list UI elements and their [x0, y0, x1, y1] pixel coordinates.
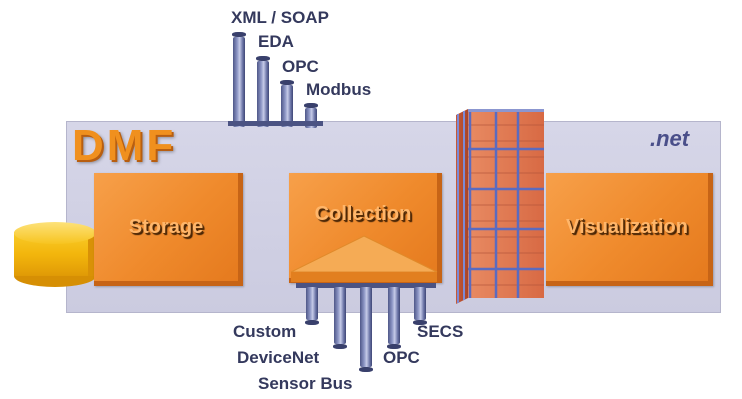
- label-eda: EDA: [258, 32, 294, 51]
- pipe-xml-soap: [232, 32, 246, 127]
- label-opc-top: OPC: [282, 57, 319, 76]
- database-cylinder-edge: [88, 232, 96, 276]
- label-secs: SECS: [417, 322, 464, 341]
- visualization-label: Visualization: [566, 215, 688, 238]
- pipe-secs: [413, 287, 427, 325]
- label-xml-soap: XML / SOAP: [231, 8, 329, 27]
- label-modbus: Modbus: [306, 80, 372, 99]
- pipe-devicenet: [333, 287, 347, 349]
- pipe-opc-top: [280, 80, 294, 127]
- database-cylinder-top: [14, 222, 96, 244]
- pipe-opc-bottom: [387, 287, 401, 349]
- pipe-custom: [305, 287, 319, 325]
- net-platform-label: .net: [650, 126, 690, 151]
- visualization-box: Visualization: [546, 173, 713, 286]
- label-sensor-bus: Sensor Bus: [258, 374, 353, 393]
- pipe-base-top: [228, 121, 323, 126]
- pipe-base-bottom: [296, 283, 436, 288]
- label-custom: Custom: [233, 322, 297, 341]
- firewall-icon: [456, 109, 544, 304]
- pipe-eda: [256, 56, 270, 127]
- pipe-sensor-bus: [359, 287, 373, 372]
- label-devicenet: DeviceNet: [237, 348, 320, 367]
- storage-box: Storage: [94, 173, 243, 286]
- dmf-title: DMF: [72, 121, 177, 170]
- collection-funnel: [290, 235, 438, 282]
- label-opc-bottom: OPC: [383, 348, 420, 367]
- collection-label: Collection: [314, 203, 412, 225]
- storage-label: Storage: [128, 215, 204, 238]
